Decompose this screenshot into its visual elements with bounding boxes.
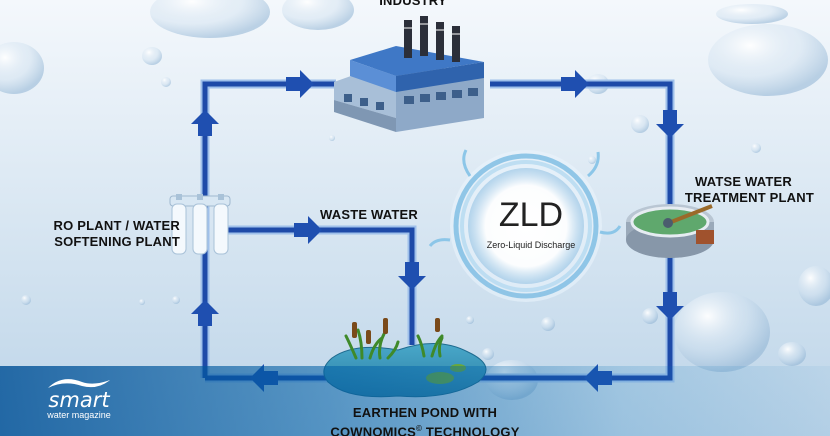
treatment-plant-label: WATSE WATER TREATMENT PLANT xyxy=(674,174,814,206)
brand-name: smart xyxy=(48,388,110,412)
arrow-up-left-lower xyxy=(191,300,219,326)
smart-water-logo[interactable]: smart water magazine xyxy=(24,374,134,420)
earthen-pond-label-tech: TECHNOLOGY xyxy=(422,424,520,436)
arrow-down-right-lower xyxy=(656,292,684,320)
zld-splash-icon xyxy=(428,149,622,302)
treatment-plant-label-line1: WATSE WATER xyxy=(694,174,792,189)
treatment-plant-label-line2: TREATMENT PLANT xyxy=(684,190,814,205)
earthen-pond-label-brand: COWNOMICS xyxy=(330,424,416,436)
arrow-right-top-right xyxy=(561,70,589,98)
waste-water-label: WASTE WATER xyxy=(320,207,419,222)
arrow-down-right-upper xyxy=(656,110,684,138)
industry-label: INDUSTRY xyxy=(379,0,447,8)
arrow-right-waste xyxy=(294,216,322,244)
factory-icon xyxy=(334,16,484,132)
ro-plant-label: RO PLANT / WATER SOFTENING PLANT xyxy=(30,218,180,250)
wave-icon xyxy=(48,379,110,388)
arrow-down-waste xyxy=(398,262,426,290)
earthen-pond-label-line1: EARTHEN POND WITH xyxy=(352,405,498,420)
zld-title: ZLD xyxy=(498,196,564,234)
zld-subtitle: Zero-Liquid Discharge xyxy=(486,240,576,250)
brand-banner xyxy=(0,366,830,436)
ro-plant-label-line1: RO PLANT / WATER xyxy=(53,218,180,233)
arrow-up-left-upper xyxy=(191,110,219,136)
brand-tagline: water magazine xyxy=(47,410,111,420)
clarifier-icon xyxy=(626,204,714,258)
earthen-pond-label-line2: COWNOMICS© TECHNOLOGY xyxy=(300,421,550,436)
earthen-pond-label: EARTHEN POND WITH COWNOMICS© TECHNOLOGY xyxy=(300,405,550,436)
arrow-right-top-left xyxy=(286,70,314,98)
ro-plant-label-line2: SOFTENING PLANT xyxy=(54,234,180,249)
ro-plant-icon xyxy=(169,194,231,255)
copyright-mark: © xyxy=(415,424,423,433)
